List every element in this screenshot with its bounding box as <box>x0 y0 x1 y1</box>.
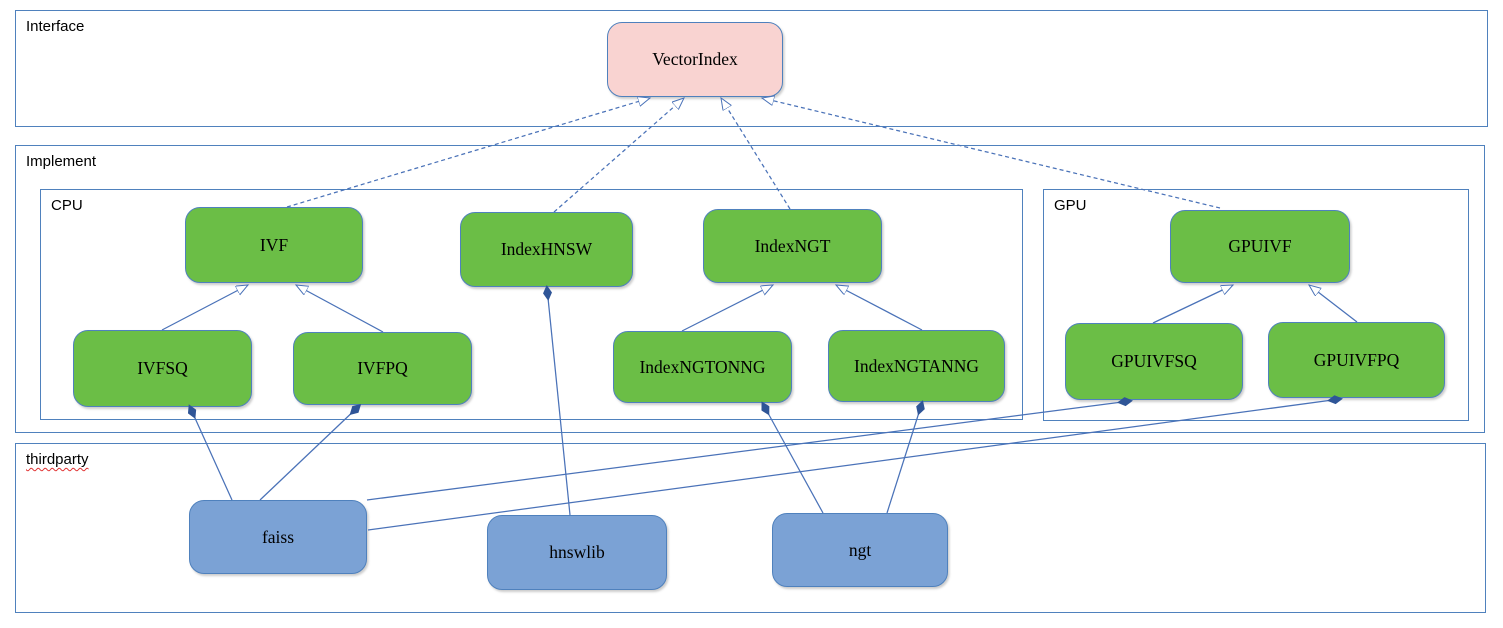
node-label-IndexNGTANNG: IndexNGTANNG <box>854 355 979 376</box>
node-IndexNGTANNG[interactable]: IndexNGTANNG <box>828 330 1005 402</box>
node-hnswlib[interactable]: hnswlib <box>487 515 667 590</box>
node-VectorIndex[interactable]: VectorIndex <box>607 22 783 97</box>
node-IndexHNSW[interactable]: IndexHNSW <box>460 212 633 287</box>
node-label-VectorIndex: VectorIndex <box>652 49 738 69</box>
group-label-cpu: CPU <box>51 197 83 214</box>
node-IndexNGTONNG[interactable]: IndexNGTONNG <box>613 331 792 403</box>
group-label-thirdparty: thirdparty <box>26 451 89 468</box>
node-label-IVFSQ: IVFSQ <box>137 358 188 378</box>
node-label-GPUIVFPQ: GPUIVFPQ <box>1313 349 1400 370</box>
node-label-IndexNGTONNG: IndexNGTONNG <box>639 356 766 377</box>
group-label-interface: Interface <box>26 18 85 35</box>
node-GPUIVF[interactable]: GPUIVF <box>1170 210 1350 283</box>
node-label-hnswlib: hnswlib <box>549 542 605 562</box>
node-label-IndexHNSW: IndexHNSW <box>500 239 593 259</box>
node-label-IVFPQ: IVFPQ <box>357 358 408 378</box>
group-label-gpu: GPU <box>1054 197 1087 214</box>
node-ngt[interactable]: ngt <box>772 513 948 587</box>
node-label-GPUIVF: GPUIVF <box>1228 236 1292 256</box>
node-GPUIVFPQ[interactable]: GPUIVFPQ <box>1268 322 1445 398</box>
node-IndexNGT[interactable]: IndexNGT <box>703 209 882 283</box>
node-IVF[interactable]: IVF <box>185 207 363 283</box>
node-GPUIVFSQ[interactable]: GPUIVFSQ <box>1065 323 1243 400</box>
node-label-IndexNGT: IndexNGT <box>754 235 831 256</box>
node-label-IVF: IVF <box>259 234 289 255</box>
node-label-GPUIVFSQ: GPUIVFSQ <box>1111 351 1197 371</box>
node-IVFSQ[interactable]: IVFSQ <box>73 330 252 407</box>
node-faiss[interactable]: faiss <box>189 500 367 574</box>
node-label-faiss: faiss <box>261 526 295 547</box>
node-IVFPQ[interactable]: IVFPQ <box>293 332 472 405</box>
node-label-ngt: ngt <box>848 539 872 560</box>
group-label-implement: Implement <box>26 153 97 170</box>
